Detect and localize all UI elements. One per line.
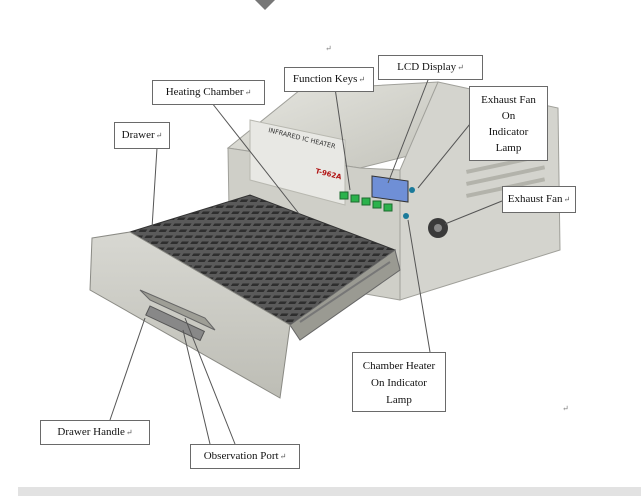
- chamber-heater-indicator-label: Chamber Heater On Indicator Lamp: [352, 352, 446, 412]
- paragraph-mark: ↵: [562, 404, 569, 413]
- leader-lines: [109, 79, 503, 445]
- exhaust-fan-label: Exhaust Fan↵: [502, 186, 576, 213]
- exhaust-fan-indicator-label: Exhaust Fan On Indicator Lamp: [469, 86, 548, 161]
- drawer-handle-shape: [139, 289, 216, 331]
- function-keys-label: Function Keys↵: [284, 67, 374, 92]
- cropped-arrow-shape: [255, 0, 275, 10]
- drawer-label: Drawer↵: [114, 122, 170, 149]
- observation-port-label: Observation Port↵: [190, 444, 300, 469]
- function-keys-shape: [339, 191, 393, 212]
- drawer-handle-label: Drawer Handle↵: [40, 420, 150, 445]
- lcd-screen: [371, 175, 409, 203]
- observation-port-shape: [145, 305, 206, 342]
- exhaust-fan-lamp: [409, 187, 415, 193]
- heating-chamber-label: Heating Chamber↵: [152, 80, 265, 105]
- chamber-heater-lamp: [403, 213, 409, 219]
- bottom-band: [18, 487, 641, 496]
- lcd-display-label: LCD Display↵: [378, 55, 483, 80]
- paragraph-mark: ↵: [325, 44, 332, 53]
